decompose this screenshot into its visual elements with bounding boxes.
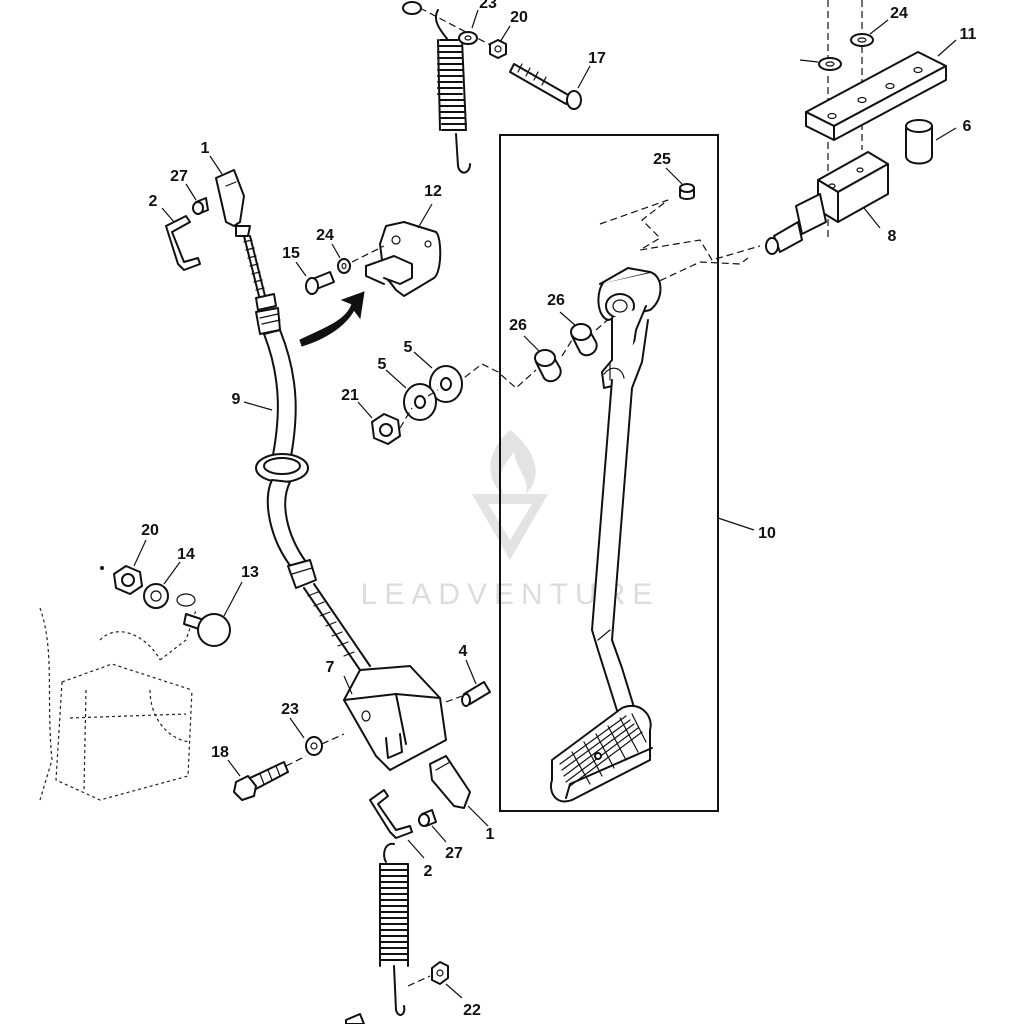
callout-14: 14 bbox=[177, 546, 195, 563]
washer-part-24-upper bbox=[850, 33, 874, 47]
nut-part-20-top bbox=[489, 39, 507, 59]
washer-part-14 bbox=[143, 583, 169, 609]
bushing-part-25 bbox=[679, 183, 695, 200]
bushing-part-26-a bbox=[570, 323, 598, 357]
callout-6: 6 bbox=[963, 118, 972, 135]
washer-part-5-a bbox=[429, 365, 463, 403]
callout-27-top: 27 bbox=[170, 168, 188, 185]
callout-10: 10 bbox=[758, 525, 776, 542]
bushing-part-26-b bbox=[534, 349, 562, 383]
callout-5-a: 5 bbox=[404, 339, 413, 356]
bracket-plate-part-11 bbox=[805, 51, 947, 141]
callout-27-bottom: 27 bbox=[445, 845, 463, 862]
washer-part-5-b bbox=[403, 383, 437, 421]
callout-17: 17 bbox=[588, 50, 606, 67]
pin-part-27-bottom bbox=[418, 809, 437, 827]
callout-4: 4 bbox=[459, 643, 468, 660]
callout-2-bottom: 2 bbox=[424, 863, 433, 880]
callout-13: 13 bbox=[241, 564, 259, 581]
bolt-part-15 bbox=[305, 258, 351, 295]
clip-part-2-top bbox=[165, 215, 201, 271]
small-pin-dot bbox=[100, 566, 104, 570]
pin-part-27-top bbox=[192, 197, 209, 215]
leader-lines bbox=[133, 9, 957, 999]
frame-outline-dotted bbox=[39, 607, 197, 801]
nut-part-20-mid bbox=[113, 565, 143, 595]
washer-top-left bbox=[402, 1, 422, 15]
pin-part-4 bbox=[461, 681, 491, 707]
callout-22: 22 bbox=[463, 1002, 481, 1019]
bolt-part-17 bbox=[509, 63, 582, 110]
clip-part-2-bottom bbox=[369, 789, 413, 839]
housing-part-7 bbox=[343, 665, 447, 771]
bracket-part-12 bbox=[365, 221, 442, 297]
spacer-part-6 bbox=[905, 119, 933, 165]
brake-pedal-part-10 bbox=[591, 267, 662, 761]
callout-20-mid: 20 bbox=[141, 522, 159, 539]
nut-part-22 bbox=[431, 961, 449, 985]
callout-24-mid: 24 bbox=[316, 227, 334, 244]
callout-26-b: 26 bbox=[509, 317, 527, 334]
callout-25: 25 bbox=[653, 151, 671, 168]
bolt-part-18 bbox=[233, 761, 289, 801]
washer-part-23-top bbox=[458, 31, 478, 45]
washer-part-24-lower bbox=[818, 57, 842, 71]
curved-arrow-icon bbox=[299, 291, 365, 347]
callout-9: 9 bbox=[232, 391, 241, 408]
flame-chevron-logo-icon bbox=[472, 430, 548, 560]
callout-8: 8 bbox=[888, 228, 897, 245]
callout-2-top: 2 bbox=[149, 193, 158, 210]
callout-11: 11 bbox=[960, 26, 977, 43]
callout-24-upper: 24 bbox=[890, 5, 908, 22]
washer-part-23-mid bbox=[305, 736, 323, 756]
part-callouts: 23 20 17 24 11 6 8 25 12 24 15 1 27 2 26… bbox=[141, 0, 976, 1019]
o-ring bbox=[176, 593, 196, 607]
callout-1-top: 1 bbox=[201, 140, 210, 157]
pedal-assembly-box bbox=[499, 134, 719, 812]
callout-7: 7 bbox=[326, 659, 335, 676]
clevis-part-1-bottom bbox=[429, 755, 471, 809]
callout-18: 18 bbox=[211, 744, 229, 761]
callout-23-top: 23 bbox=[479, 0, 497, 12]
callout-20-top: 20 bbox=[510, 9, 528, 26]
callout-26-a: 26 bbox=[547, 292, 565, 309]
spring-lower bbox=[379, 842, 409, 1016]
callout-23-mid: 23 bbox=[281, 701, 299, 718]
spring-upper bbox=[434, 9, 471, 174]
knob-bolt-part-13 bbox=[183, 613, 231, 647]
cable-part-9 bbox=[215, 169, 371, 671]
callout-12: 12 bbox=[424, 183, 442, 200]
nut-part-21 bbox=[371, 413, 401, 445]
callout-21: 21 bbox=[341, 387, 359, 404]
pedal-pad bbox=[550, 705, 653, 803]
callout-15: 15 bbox=[282, 245, 300, 262]
rod-block-part-8 bbox=[765, 151, 889, 255]
callout-1-bottom: 1 bbox=[486, 826, 495, 843]
bolt-bottom-partial bbox=[345, 1013, 365, 1024]
callout-5-b: 5 bbox=[378, 356, 387, 373]
